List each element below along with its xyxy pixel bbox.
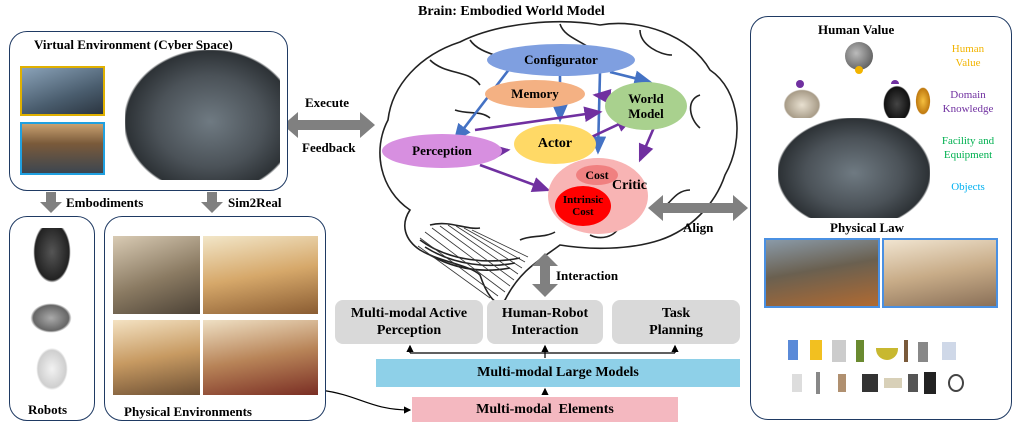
bottle-icon xyxy=(788,340,798,360)
multimodal-elements-bar: Multi-modal Elements xyxy=(412,397,678,422)
interaction-label: Interaction xyxy=(556,268,619,283)
cup-icon xyxy=(918,342,928,362)
virtual-office-render xyxy=(20,66,105,116)
wheelchair-icon xyxy=(948,374,964,392)
embodiments-label: Embodiments xyxy=(66,195,144,210)
physical-env-photo-4 xyxy=(203,320,318,395)
intrinsic-cost-node: Intrinsic Cost xyxy=(555,186,611,226)
physical-law-scene-1 xyxy=(764,238,880,308)
capability-active-perception: Multi-modal Active Perception xyxy=(335,300,483,344)
globe-icon xyxy=(845,42,873,70)
robot-hand-image xyxy=(882,84,912,124)
human-value-title: Human Value xyxy=(818,22,895,37)
actor-node: Actor xyxy=(514,124,596,164)
quadruped-robot-image xyxy=(26,300,76,336)
rack-icon xyxy=(832,340,846,362)
legend-facility-equipment: Facility and Equipment xyxy=(941,135,995,161)
canister-icon xyxy=(810,340,822,360)
execute-label: Execute xyxy=(305,95,350,110)
appliance-image xyxy=(782,88,822,122)
gray-arrows xyxy=(40,112,748,297)
panel-icon xyxy=(924,372,936,394)
bowl-icon xyxy=(876,348,898,360)
legend-objects: Objects xyxy=(951,181,985,193)
physical-environments-label: Physical Environments xyxy=(124,404,252,419)
virtual-environment-title: Virtual Environment (Cyber Space) xyxy=(34,37,233,52)
configurator-node: Configurator xyxy=(487,44,635,76)
speaker-icon xyxy=(908,374,918,392)
physical-env-photo-3 xyxy=(113,320,200,395)
humanoid-robot-image xyxy=(30,228,74,288)
physical-law-title: Physical Law xyxy=(830,220,905,235)
model-connectors xyxy=(319,344,679,414)
human-value-node-icon xyxy=(855,66,863,74)
physical-env-photo-2 xyxy=(203,236,318,314)
cerebellum-hatching xyxy=(417,224,529,299)
legend-human-value: Human Value xyxy=(951,43,985,69)
brain-title: Brain: Embodied World Model xyxy=(418,4,605,19)
legend-domain-knowledge: Domain Knowledge xyxy=(942,89,994,115)
box-icon xyxy=(884,378,902,388)
capability-task-planning: Task Planning xyxy=(612,300,740,344)
dispenser-icon xyxy=(942,342,956,360)
sim2real-label: Sim2Real xyxy=(228,195,282,210)
mug-icon xyxy=(792,374,802,392)
virtual-floorplan-3d xyxy=(125,50,280,180)
object-icons-grid xyxy=(782,340,992,400)
bottle-green-icon xyxy=(856,340,864,362)
cost-node: Cost xyxy=(576,165,618,185)
perception-node: Perception xyxy=(382,134,502,168)
memory-node: Memory xyxy=(485,80,585,108)
stick-icon xyxy=(904,340,908,362)
capability-human-robot-interaction: Human-Robot Interaction xyxy=(487,300,603,344)
physical-env-photo-1 xyxy=(113,236,200,314)
golden-object-image xyxy=(915,86,931,116)
feedback-label: Feedback xyxy=(302,140,356,155)
physical-law-scene-2 xyxy=(882,238,998,308)
multimodal-large-models-bar: Multi-modal Large Models xyxy=(376,359,740,387)
robots-label: Robots xyxy=(28,402,68,417)
align-label: Align xyxy=(683,220,714,235)
glass-icon xyxy=(838,374,846,392)
spoon-icon xyxy=(816,372,820,394)
domain-node-left-icon xyxy=(796,80,804,88)
coffee-machine-icon xyxy=(862,374,878,392)
world-model-node: World Model xyxy=(605,82,687,130)
critic-label: Critic xyxy=(612,178,647,193)
brain-outline xyxy=(379,21,738,304)
virtual-hall-render xyxy=(20,122,105,175)
service-robot-image xyxy=(34,345,70,393)
value-annotated-floorplan xyxy=(778,118,930,218)
